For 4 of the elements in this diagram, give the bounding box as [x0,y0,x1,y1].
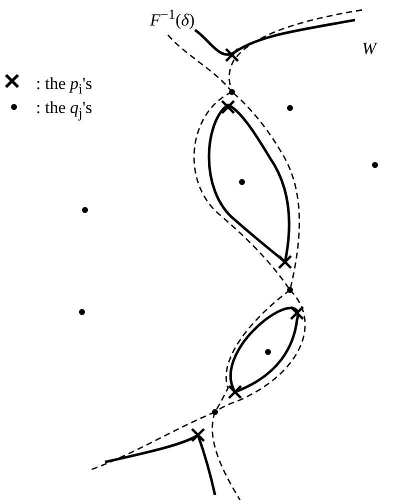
legend-text: : the p$_{i}$'s [36,75,92,97]
legend-text: : the q$_{j}$'s [36,99,92,121]
region-label: W [362,40,376,57]
curve-label: F$^{−1}$(δ) [150,8,195,29]
